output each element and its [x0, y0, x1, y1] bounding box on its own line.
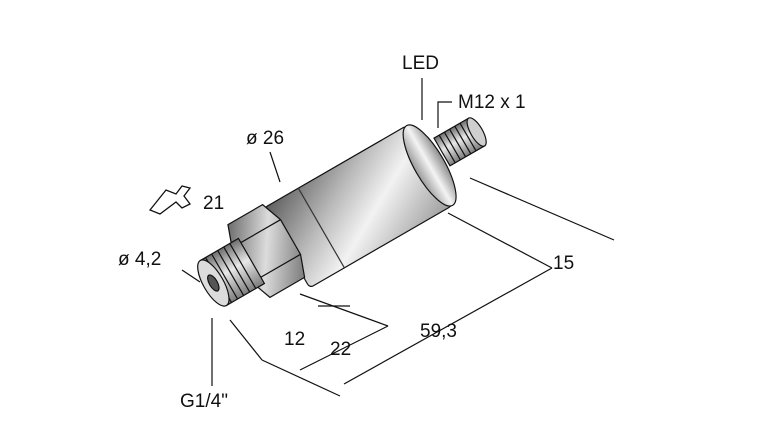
label-dim-12: 12: [284, 329, 306, 350]
housing-end-cap: [402, 124, 457, 207]
label-dim-593: 59,3: [420, 321, 457, 342]
wrench-icon: [148, 185, 192, 215]
label-led: LED: [402, 53, 439, 74]
pressure-port: [207, 274, 220, 292]
dimension-lines: [229, 177, 615, 397]
housing-seam: [297, 187, 345, 269]
sensor-body: [197, 117, 487, 307]
label-body-diameter: ø 26: [246, 128, 285, 149]
label-dim-15: 15: [553, 253, 575, 274]
label-m12-thread: M12 x 1: [458, 92, 526, 113]
diameter42-leader: [181, 269, 201, 283]
process-thread: [197, 237, 266, 307]
label-thread-g14: G1/4": [180, 391, 228, 412]
dim-12-ext: [229, 319, 263, 361]
dim-12-line: [261, 359, 341, 397]
m12-leader: [437, 101, 452, 128]
label-dim-22: 22: [330, 339, 352, 360]
dim-15-ext: [447, 212, 553, 269]
label-port-diameter: ø 4,2: [118, 249, 162, 270]
diameter26-leader: [269, 151, 281, 183]
dim-593-line: [343, 267, 553, 385]
dim-22-line: [299, 325, 389, 371]
dim-15-line: [469, 177, 615, 241]
m12-connector: [433, 117, 487, 167]
leader-lines: [181, 78, 452, 386]
dim-22-ext: [299, 293, 389, 327]
label-wrench-size: 21: [203, 193, 225, 214]
